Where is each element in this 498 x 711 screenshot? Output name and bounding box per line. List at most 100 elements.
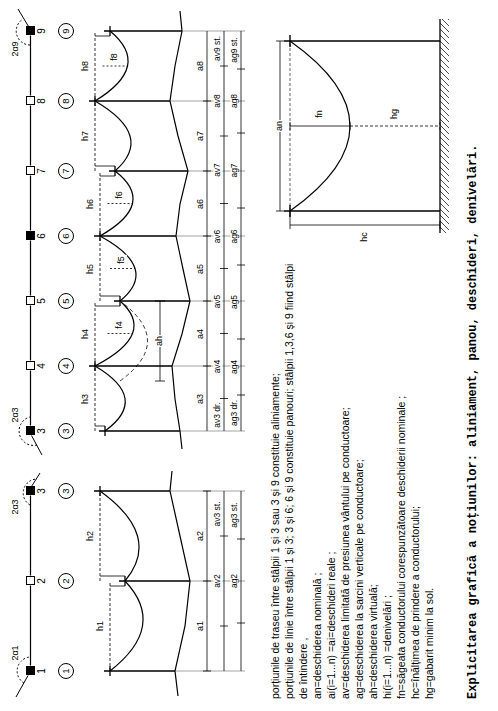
tower-square [26, 97, 35, 106]
dimension-label: ag8 [230, 93, 239, 109]
dimension-line [203, 31, 245, 671]
tower-number: 3 [37, 488, 47, 494]
tower-profile [89, 26, 190, 676]
tower-square [26, 167, 35, 176]
tower-number: 1 [61, 668, 71, 673]
note-line: ah=deschiderea virtuală; [366, 259, 380, 699]
dimension-label: ag4 [230, 359, 239, 375]
tower-symbol: 5 [26, 297, 47, 306]
dimension-label: a2 [196, 530, 206, 542]
tower-number: 7 [61, 168, 71, 173]
span-number-circle: 5 [58, 293, 74, 309]
drawing-stroke [103, 66, 136, 334]
dimension-label: a7 [196, 130, 206, 142]
span-number-circle: 1 [58, 663, 74, 679]
tower-square [26, 487, 35, 496]
extension-line [170, 31, 245, 671]
tower-square [26, 667, 35, 676]
dimension-label: h8 [81, 60, 91, 72]
dimension-label: an [275, 120, 285, 132]
drawing-stroke [109, 166, 188, 176]
dimension-label: a3 [196, 393, 206, 405]
dimension-label: 2α9 [11, 40, 21, 57]
drawing-stroke [119, 576, 190, 586]
dimension-label: a5 [196, 263, 206, 275]
tower-number: 8 [37, 98, 47, 104]
drawing-stroke [439, 19, 440, 233]
note-line: an=deschiderea nominală ; [310, 259, 324, 699]
dimension-label: a1 [196, 620, 206, 632]
span-number-circle: 9 [58, 23, 74, 39]
tower-symbol: 3 [26, 487, 47, 496]
dimension-label: av9 st. [213, 35, 222, 62]
drawing-stroke [440, 19, 449, 233]
tower-symbol: 7 [26, 167, 47, 176]
dimension-label: h7 [81, 130, 91, 142]
tower-symbol: 2 [26, 577, 47, 586]
dimension-label: hg [390, 108, 400, 120]
drawing-stroke [290, 122, 350, 130]
drawing-stroke [350, 122, 440, 130]
dimension-label: av2 [213, 573, 222, 589]
dimension-label: f5 [117, 255, 127, 265]
note-line: ag=deschiderea la sarcini verticale pe c… [352, 259, 366, 699]
drawing-stroke [100, 491, 139, 581]
dimension-label: 2α1 [11, 644, 21, 661]
dimension-label: f8 [110, 52, 120, 62]
note-line: porțiunile de linie între stâlpii 1 și 3… [282, 259, 310, 699]
tower-square [26, 427, 35, 436]
ground-profile [170, 11, 190, 696]
dimension-label: h3 [81, 393, 91, 405]
drawing-stroke [16, 676, 28, 698]
tower-number: 2 [61, 578, 71, 583]
route-segment [30, 496, 31, 576]
tower-symbol: 6 [26, 232, 47, 241]
dimension-label: ag9 st. [230, 36, 239, 64]
dimension-label: f6 [115, 190, 125, 200]
tower-number: 9 [37, 28, 47, 34]
figure-caption: Explicitarea grafică a noțiunilor: alini… [466, 145, 480, 700]
drawing-stroke [155, 301, 165, 381]
tower-number: 4 [61, 363, 71, 368]
route-line [16, 9, 42, 697]
drawing-stroke [99, 426, 180, 436]
drawing-stroke [284, 35, 440, 217]
tower-number: 4 [37, 363, 47, 369]
tower-number: 3 [61, 428, 71, 433]
tower-number: 9 [61, 28, 71, 33]
note-line: hi(i=1...n) =denivelări ; [380, 259, 394, 699]
tower-number: 5 [37, 298, 47, 304]
drawing-stroke [95, 366, 125, 431]
tower-number: 5 [61, 298, 71, 303]
tower-number: 2 [37, 578, 47, 584]
note-line: hc=înălțimea de prindere a conductorului… [408, 259, 422, 699]
route-segment [30, 371, 31, 426]
route-segment [30, 306, 31, 361]
tower-square [26, 27, 35, 36]
drawing-stroke [95, 101, 131, 171]
dimension-label: ag3 st. [230, 501, 239, 529]
dimension-label: a8 [196, 60, 206, 72]
dimension-label: f4 [115, 320, 125, 330]
note-line: hg=gabarit minim la sol. [422, 259, 436, 699]
dimension-label: h6 [86, 198, 96, 210]
tower-square [26, 297, 35, 306]
sag-line [103, 66, 136, 334]
span-number-circle: 6 [58, 228, 74, 244]
tower-symbol: 1 [26, 667, 47, 676]
tower-number: 6 [61, 233, 71, 238]
dimension-label: a4 [196, 328, 206, 340]
drawing-stroke [110, 581, 143, 671]
tower-number: 6 [37, 233, 47, 239]
dimension-label: h1 [96, 620, 106, 632]
tower-number: 1 [37, 668, 47, 674]
route-segment [30, 106, 31, 166]
span-number-circle: 3 [58, 423, 74, 439]
dimension-label: a6 [196, 198, 206, 210]
drawing-stroke [100, 576, 125, 586]
dimension-label: av8 [213, 93, 222, 109]
tower-number: 3 [61, 488, 71, 493]
route-segment [30, 241, 31, 296]
level-difference [95, 31, 125, 671]
